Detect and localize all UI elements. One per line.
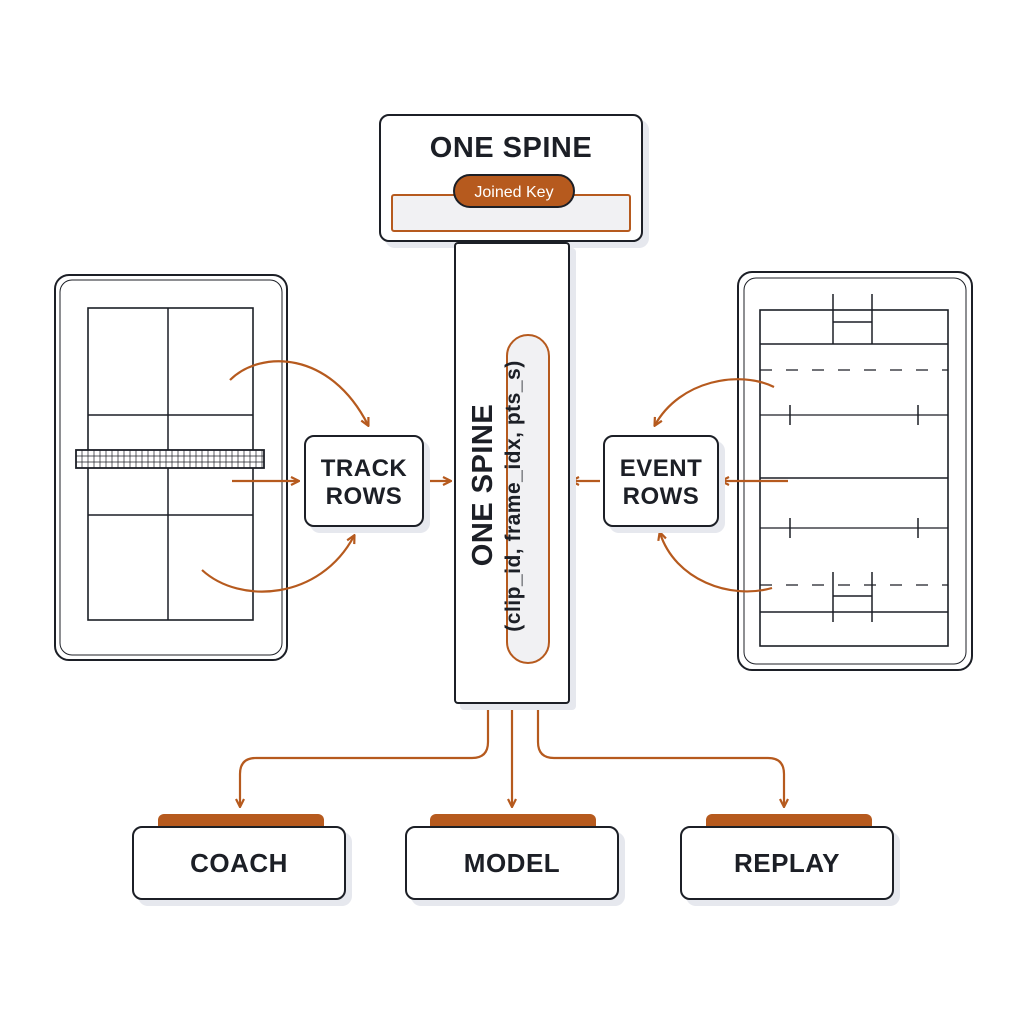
- track-rows-line1: TRACK: [320, 455, 408, 482]
- spine-key-pill: [506, 334, 550, 664]
- model-tab: [430, 814, 596, 828]
- replay-label: REPLAY: [733, 848, 841, 878]
- header-title: ONE SPINE: [429, 132, 593, 164]
- event-rows-line2: ROWS: [622, 483, 700, 510]
- spine-key: (clip_id, frame_idx, pts_s): [502, 360, 525, 632]
- replay-box: REPLAY: [680, 826, 894, 900]
- event-rows-line1: EVENT: [619, 455, 703, 482]
- model-box: MODEL: [405, 826, 619, 900]
- track-rows-box: TRACK ROWS: [304, 435, 424, 527]
- rugby-field-icon: [737, 271, 973, 671]
- model-label: MODEL: [463, 848, 561, 878]
- replay-tab: [706, 814, 872, 828]
- coach-tab: [158, 814, 324, 828]
- spine-title: ONE SPINE: [467, 403, 499, 567]
- coach-box: COACH: [132, 826, 346, 900]
- coach-label: COACH: [190, 848, 288, 878]
- output-arrows: [240, 706, 784, 806]
- volleyball-court-icon: [54, 274, 288, 661]
- header-box: ONE SPINE Joined Key: [379, 114, 643, 242]
- track-input-arrows: [201, 360, 450, 593]
- event-input-arrows: [572, 378, 788, 593]
- joined-key-badge: Joined Key: [453, 174, 575, 208]
- event-rows-box: EVENT ROWS: [603, 435, 719, 527]
- track-rows-line2: ROWS: [325, 483, 403, 510]
- spine-column: [454, 242, 570, 704]
